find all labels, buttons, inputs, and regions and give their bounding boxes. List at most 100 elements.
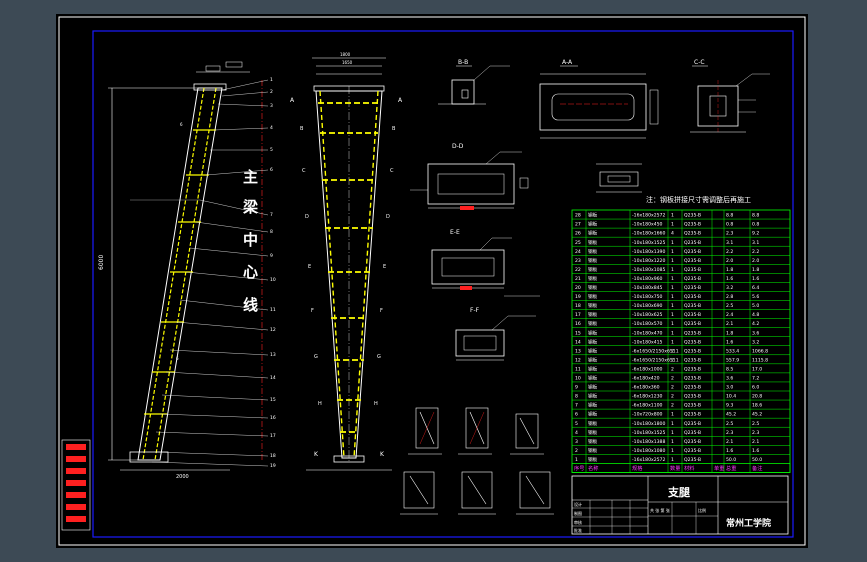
section-mark: B bbox=[300, 126, 304, 132]
table-cell: -10x180x1080 bbox=[632, 448, 665, 454]
svg-text:7: 7 bbox=[270, 212, 273, 218]
table-cell: 2.3 bbox=[752, 430, 759, 436]
table-cell: 2.5 bbox=[726, 303, 733, 309]
table-cell: 0.8 bbox=[752, 222, 759, 228]
table-cell: 5 bbox=[575, 421, 578, 427]
table-note: 注：钢板拼接尺寸需调整后再施工 bbox=[646, 195, 751, 204]
table-cell: -10x180x1660 bbox=[632, 231, 665, 237]
section-mark: A bbox=[290, 97, 295, 104]
table-cell: 20.8 bbox=[752, 394, 762, 400]
table-cell: 1.6 bbox=[726, 448, 733, 454]
table-cell: Q235-B bbox=[684, 312, 701, 318]
table-cell: 1 bbox=[671, 267, 674, 273]
section-mark: H bbox=[318, 401, 322, 407]
section-e-e: E-E bbox=[431, 229, 540, 297]
table-cell: 2.1 bbox=[752, 439, 759, 445]
table-header-cell: 备注 bbox=[752, 464, 762, 472]
table-cell: Q235-B bbox=[684, 385, 701, 391]
table-cell: Q235-B bbox=[684, 222, 701, 228]
table-cell: 钢板 bbox=[588, 329, 598, 336]
section-mark: E bbox=[308, 264, 311, 270]
table-cell: 钢板 bbox=[588, 257, 598, 264]
table-cell: Q235-B bbox=[684, 231, 701, 237]
table-cell: 15 bbox=[575, 330, 581, 336]
table-cell: 5.6 bbox=[752, 294, 759, 300]
table-cell: Q235-B bbox=[684, 348, 701, 354]
table-cell: 557.9 bbox=[726, 357, 739, 363]
section-title: C-C bbox=[694, 59, 705, 66]
table-cell: 2.1 bbox=[726, 321, 733, 327]
table-cell: 2.5 bbox=[726, 421, 733, 427]
table-cell: 1.6 bbox=[726, 339, 733, 345]
table-header-cell: 总重 bbox=[726, 464, 736, 472]
table-cell: 钢板 bbox=[588, 420, 598, 427]
table-cell: -10x180x960 bbox=[632, 276, 663, 282]
table-cell: -6x1650/2150x6511 bbox=[632, 357, 679, 363]
table-cell: Q235-B bbox=[684, 403, 701, 409]
table-cell: 钢板 bbox=[588, 311, 598, 318]
table-cell: 1 bbox=[671, 421, 674, 427]
table-cell: Q235-B bbox=[684, 249, 701, 255]
table-cell: 2 bbox=[671, 348, 674, 354]
table-cell: 1 bbox=[671, 258, 674, 264]
table-cell: -6x180x420 bbox=[632, 376, 660, 382]
table-cell: 5.0 bbox=[752, 303, 759, 309]
table-cell: 2.2 bbox=[752, 249, 759, 255]
table-cell: Q235-B bbox=[684, 430, 701, 436]
table-cell: 3 bbox=[575, 439, 578, 445]
table-cell: 3.1 bbox=[726, 240, 733, 246]
table-cell: 10 bbox=[575, 376, 581, 382]
table-cell: 1 bbox=[671, 249, 674, 255]
section-title: E-E bbox=[450, 229, 460, 236]
table-cell: -10x180x1220 bbox=[632, 258, 665, 264]
scale-label: 比例 bbox=[698, 507, 706, 513]
table-cell: 4.8 bbox=[752, 312, 759, 318]
section-title: B-B bbox=[458, 59, 468, 66]
table-cell: Q235-B bbox=[684, 330, 701, 336]
table-cell: 14 bbox=[575, 339, 581, 345]
table-cell: 10.4 bbox=[726, 394, 736, 400]
table-cell: 12 bbox=[575, 357, 581, 363]
svg-text:17: 17 bbox=[270, 433, 276, 439]
table-cell: 钢板 bbox=[588, 239, 598, 246]
table-header-cell: 数量 bbox=[670, 464, 680, 472]
svg-text:2000: 2000 bbox=[176, 474, 189, 480]
table-cell: Q235-B bbox=[684, 339, 701, 345]
table-cell: -16x180x2572 bbox=[632, 213, 665, 219]
table-cell: 50.0 bbox=[752, 457, 762, 463]
svg-text:8: 8 bbox=[270, 229, 273, 235]
table-cell: -10x180x470 bbox=[632, 330, 663, 336]
table-cell: 钢板 bbox=[588, 275, 598, 282]
table-header-row bbox=[571, 463, 791, 473]
table-cell: 28 bbox=[575, 213, 581, 219]
table-cell: 2 bbox=[671, 394, 674, 400]
table-cell: 1.8 bbox=[752, 267, 759, 273]
table-cell: Q235-B bbox=[684, 267, 701, 273]
table-cell: Q235-B bbox=[684, 258, 701, 264]
section-f-f: F-F bbox=[455, 307, 536, 361]
table-cell: -6x180x1100 bbox=[632, 403, 663, 409]
svg-text:1: 1 bbox=[270, 77, 273, 83]
table-header-cell: 序号 bbox=[574, 464, 584, 472]
inclined-leg-elevation: 6000 2000 bbox=[98, 61, 269, 480]
table-cell: 1 bbox=[671, 222, 674, 228]
table-cell: 23 bbox=[575, 258, 581, 264]
table-cell: 1115.8 bbox=[752, 357, 768, 363]
vertical-label-char: 中 bbox=[243, 231, 258, 249]
section-title: D-D bbox=[452, 143, 464, 150]
table-cell: Q235-B bbox=[684, 321, 701, 327]
table-cell: 9.3 bbox=[726, 403, 733, 409]
section-title: F-F bbox=[470, 307, 480, 314]
inner-border bbox=[92, 30, 794, 538]
table-cell: 3.0 bbox=[726, 385, 733, 391]
table-cell: 钢板 bbox=[588, 356, 598, 363]
section-mark: D bbox=[386, 214, 390, 220]
table-cell: 3.2 bbox=[752, 339, 759, 345]
table-cell: 钢板 bbox=[588, 293, 598, 300]
svg-text:5: 5 bbox=[270, 147, 273, 153]
table-cell: -10x180x1390 bbox=[632, 249, 665, 255]
table-cell: 1 bbox=[671, 312, 674, 318]
svg-text:15: 15 bbox=[270, 397, 276, 403]
